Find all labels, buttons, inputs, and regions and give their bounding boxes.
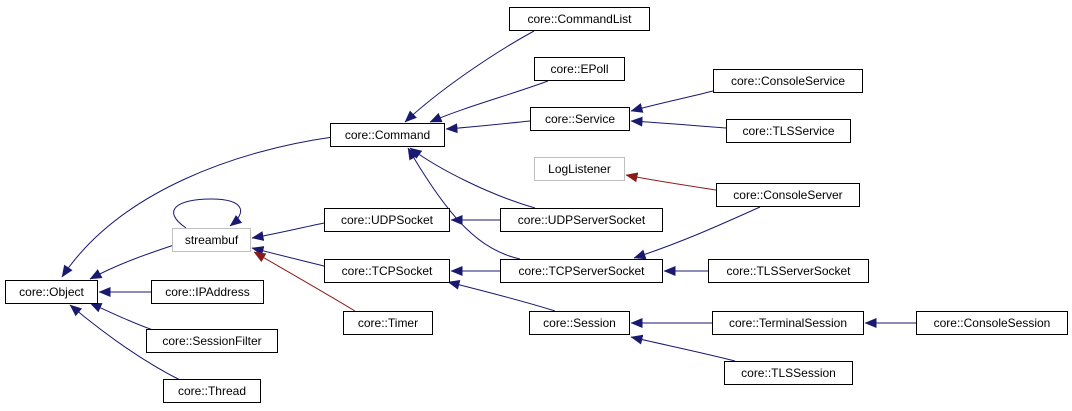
node-box [724, 361, 853, 385]
node-label: core::IPAddress [165, 285, 249, 299]
node-label: core::TLSServerSocket [726, 264, 851, 278]
node-core-sessionfilter[interactable]: core::SessionFilter [146, 329, 278, 353]
edge-streambuf-to-streambuf [173, 198, 243, 229]
node-label: core::ConsoleSession [934, 316, 1051, 330]
node-core-udpserversocket[interactable]: core::UDPServerSocket [500, 208, 663, 232]
node-core-timer[interactable]: core::Timer [343, 311, 433, 335]
node-box [708, 259, 869, 283]
node-label: core::SessionFilter [162, 334, 261, 348]
nodes-layer: core::CommandList core::EPoll core::Cons… [5, 7, 1068, 403]
node-label: core::Object [19, 285, 84, 299]
node-label: core::Session [543, 316, 616, 330]
node-core-tcpserversocket[interactable]: core::TCPServerSocket [500, 259, 663, 283]
edge-tlsservice-to-service [630, 116, 727, 129]
node-streambuf[interactable]: streambuf [172, 228, 251, 252]
edge-sessionfilter-to-object [89, 302, 154, 331]
edge-thread-to-object [69, 304, 181, 381]
node-box [534, 57, 625, 81]
node-label: core::Timer [358, 316, 418, 330]
node-core-thread[interactable]: core::Thread [163, 379, 261, 403]
node-box [716, 183, 860, 207]
edge-consoleservice-to-service [630, 90, 714, 113]
node-box [151, 280, 264, 304]
node-box [343, 311, 433, 335]
node-label: core::TLSSession [741, 366, 836, 380]
node-core-service[interactable]: core::Service [530, 107, 630, 131]
node-box [172, 228, 251, 252]
node-label: core::TLSService [742, 124, 834, 138]
node-loglistener[interactable]: LogListener [534, 157, 625, 181]
node-label: core::Thread [178, 384, 246, 398]
node-box [726, 119, 851, 143]
node-core-object[interactable]: core::Object [5, 280, 98, 304]
node-label: core::Service [545, 112, 615, 126]
node-label: streambuf [185, 233, 239, 247]
node-box [500, 208, 663, 232]
node-box [324, 259, 450, 283]
node-box [530, 107, 630, 131]
node-box [500, 259, 663, 283]
node-core-tcpsocket[interactable]: core::TCPSocket [324, 259, 450, 283]
node-core-consoleservice[interactable]: core::ConsoleService [713, 69, 863, 93]
edge-commandlist-to-command [404, 30, 535, 123]
node-core-tlsservice[interactable]: core::TLSService [726, 119, 851, 143]
node-label: LogListener [548, 162, 611, 176]
node-core-commandlist[interactable]: core::CommandList [509, 7, 650, 31]
edge-consoleserver-to-loglistener [625, 172, 717, 191]
node-core-udpsocket[interactable]: core::UDPSocket [324, 208, 450, 232]
node-core-tlsserversocket[interactable]: core::TLSServerSocket [708, 259, 869, 283]
node-core-consolesession[interactable]: core::ConsoleSession [916, 311, 1068, 335]
edge-command-to-object [61, 136, 334, 278]
edge-streambuf-to-object [89, 244, 175, 280]
node-box [534, 157, 625, 181]
edge-consoleserver-to-tcpserversocket [633, 206, 761, 260]
node-box [5, 280, 98, 304]
edge-tcpsocket-to-streambuf [251, 246, 325, 267]
edges-layer [61, 30, 916, 381]
edge-udpsocket-to-streambuf [251, 222, 325, 241]
node-box [529, 311, 630, 335]
edge-epoll-to-command [429, 80, 549, 123]
node-box [712, 311, 864, 335]
node-box [713, 69, 863, 93]
node-label: core::TerminalSession [729, 316, 847, 330]
node-label: core::ConsoleService [731, 74, 845, 88]
edge-udpserversocket-to-command [409, 147, 536, 209]
edge-timer-to-streambuf [253, 251, 356, 312]
node-label: core::UDPSocket [341, 213, 434, 227]
node-label: core::Command [345, 128, 430, 142]
node-core-ipaddress[interactable]: core::IPAddress [151, 280, 264, 304]
node-core-command[interactable]: core::Command [330, 123, 445, 147]
node-label: core::TCPSocket [342, 264, 433, 278]
node-label: core::EPoll [550, 62, 608, 76]
node-box [330, 123, 445, 147]
node-core-terminalsession[interactable]: core::TerminalSession [712, 311, 864, 335]
node-label: core::ConsoleServer [733, 188, 842, 202]
node-core-epoll[interactable]: core::EPoll [534, 57, 625, 81]
edge-tlssession-to-session [630, 334, 736, 362]
node-label: core::TCPServerSocket [518, 264, 645, 278]
node-box [916, 311, 1068, 335]
node-box [509, 7, 650, 31]
node-core-tlssession[interactable]: core::TLSSession [724, 361, 853, 385]
node-core-session[interactable]: core::Session [529, 311, 630, 335]
node-label: core::UDPServerSocket [518, 213, 646, 227]
edge-tcpserversocket-to-command [407, 147, 521, 260]
node-box [163, 379, 261, 403]
node-box [146, 329, 278, 353]
node-box [324, 208, 450, 232]
node-label: core::CommandList [527, 12, 632, 26]
edge-service-to-command [445, 120, 531, 134]
edge-session-to-tcpsocket [447, 279, 556, 312]
node-core-consoleserver[interactable]: core::ConsoleServer [716, 183, 860, 207]
